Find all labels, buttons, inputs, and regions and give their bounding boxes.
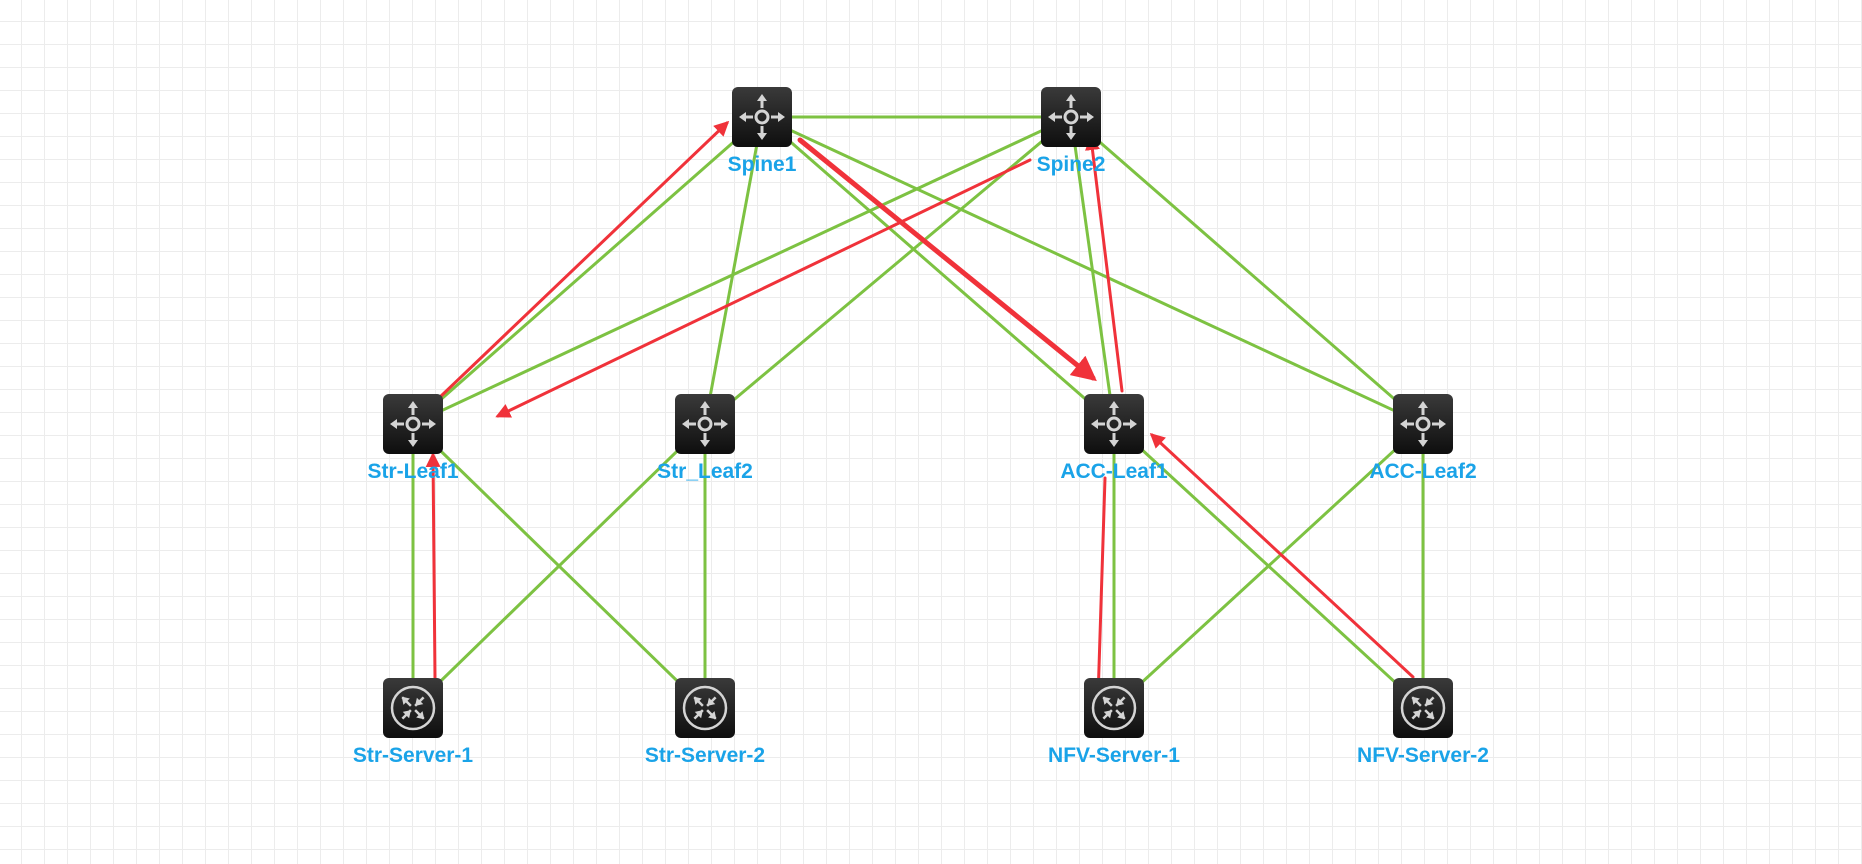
device-strsrv1[interactable]: Str-Server-1 <box>353 678 474 767</box>
switch-icon <box>390 685 436 731</box>
link-spine1-strleaf2 <box>703 115 764 426</box>
device-body <box>1393 394 1453 454</box>
path-arrow-spine2-to-strleaf1 <box>495 158 1032 418</box>
router-icon <box>682 401 728 447</box>
link-spine2-strleaf1 <box>411 115 1073 426</box>
device-nfvsrv1[interactable]: NFV-Server-1 <box>1048 678 1180 767</box>
switch-icon <box>682 685 728 731</box>
device-strleaf2[interactable]: Str_Leaf2 <box>657 394 753 483</box>
device-label: NFV-Server-1 <box>1048 744 1180 767</box>
links-layer <box>411 115 1425 710</box>
path-arrow-strleaf1-to-spine1 <box>438 120 730 399</box>
path-arrow-nfvsrv2-to-accleaf1 <box>1149 432 1415 679</box>
path-arrow-accleaf1-to-spine2 <box>1085 135 1124 393</box>
device-label: Str-Leaf1 <box>367 460 458 483</box>
device-label: NFV-Server-2 <box>1357 744 1489 767</box>
router-icon <box>1091 401 1137 447</box>
device-accleaf2[interactable]: ACC-Leaf2 <box>1369 394 1477 483</box>
path-arrow-accleaf1-to-nfvsrv1 <box>1090 476 1107 702</box>
device-label: ACC-Leaf2 <box>1369 460 1476 483</box>
router-icon <box>1048 94 1094 140</box>
link-accleaf2-nfvsrv1 <box>1112 422 1425 710</box>
device-label: Str_Leaf2 <box>657 460 753 483</box>
link-spine2-accleaf2 <box>1069 115 1425 426</box>
router-icon <box>739 94 785 140</box>
device-strsrv2[interactable]: Str-Server-2 <box>645 678 765 767</box>
device-spine1[interactable]: Spine1 <box>728 87 797 176</box>
device-body <box>732 87 792 147</box>
device-body <box>1041 87 1101 147</box>
path-arrow-strsrv1-to-strleaf1 <box>425 452 441 680</box>
traffic-path-layer <box>425 120 1415 702</box>
switch-icon <box>1091 685 1137 731</box>
device-strleaf1[interactable]: Str-Leaf1 <box>367 394 459 483</box>
device-body <box>383 394 443 454</box>
device-body <box>1084 394 1144 454</box>
device-label: Spine2 <box>1037 153 1106 176</box>
link-spine1-strleaf1 <box>411 115 764 426</box>
device-body <box>675 394 735 454</box>
device-label: Str-Server-1 <box>353 744 474 767</box>
link-spine1-accleaf1 <box>760 115 1116 426</box>
router-icon <box>1400 401 1446 447</box>
switch-icon <box>1400 685 1446 731</box>
path-arrow-spine1-to-accleaf1 <box>797 137 1097 382</box>
device-label: ACC-Leaf1 <box>1060 460 1168 483</box>
link-spine2-accleaf1 <box>1069 115 1116 426</box>
router-icon <box>390 401 436 447</box>
device-nfvsrv2[interactable]: NFV-Server-2 <box>1357 678 1489 767</box>
device-label: Spine1 <box>728 153 797 176</box>
device-spine2[interactable]: Spine2 <box>1037 87 1106 176</box>
device-label: Str-Server-2 <box>645 744 765 767</box>
device-accleaf1[interactable]: ACC-Leaf1 <box>1060 394 1168 483</box>
link-strleaf2-strsrv1 <box>411 422 707 710</box>
